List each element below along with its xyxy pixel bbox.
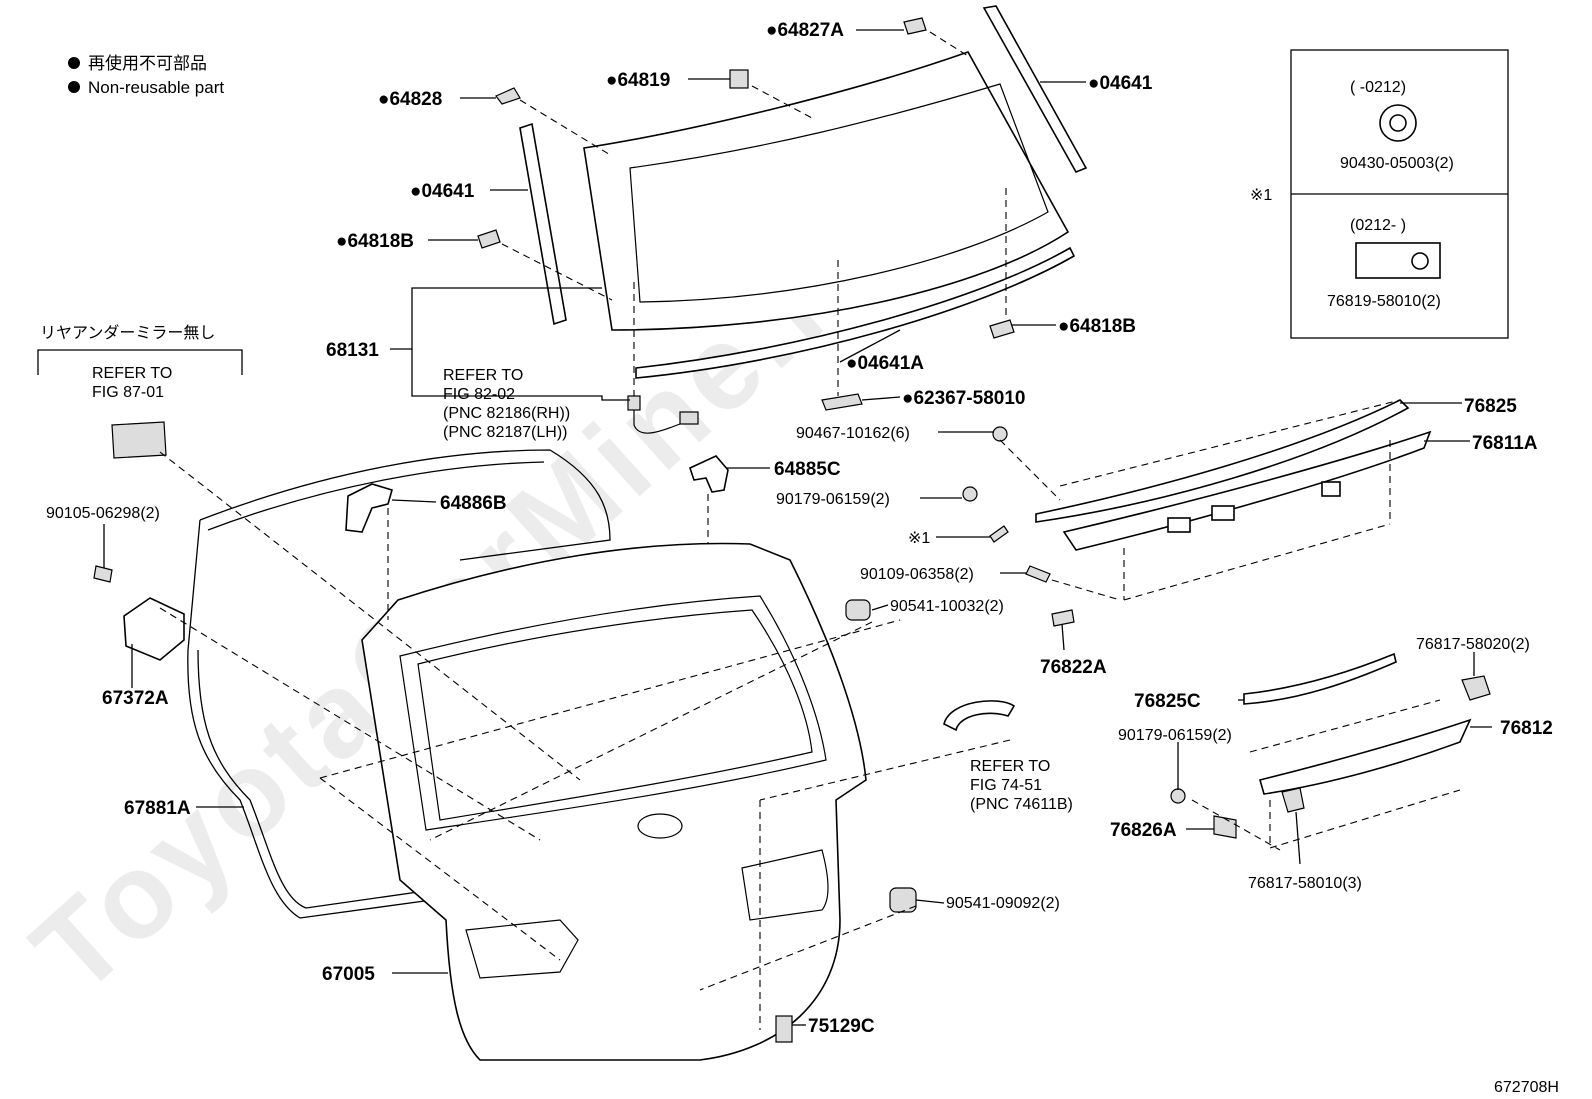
cushion-90541-b-icon bbox=[889, 887, 917, 913]
hinge-64886b-icon bbox=[345, 483, 393, 533]
part-labels: ●64827A ●64819 ●64828 ●04641 ●04641 ●648… bbox=[46, 20, 1553, 1037]
stopper-75129c-icon bbox=[775, 1015, 793, 1043]
label-76825c: 76825C bbox=[1134, 691, 1201, 712]
weatherstrip-67881a bbox=[187, 449, 611, 919]
label-76811a: 76811A bbox=[1472, 433, 1538, 454]
label-67005: 67005 bbox=[322, 964, 375, 985]
mirror-pad-icon bbox=[111, 421, 167, 459]
legend: 再使用不可部品 Non-reusable part bbox=[68, 53, 224, 97]
inset-top-range: ( -0212) bbox=[1350, 79, 1406, 96]
bracket-62367-icon bbox=[821, 393, 863, 411]
pad-76822a-icon bbox=[1051, 609, 1075, 627]
label-76825: 76825 bbox=[1464, 396, 1517, 417]
spacer-64828-icon bbox=[495, 87, 521, 105]
leader-lines bbox=[103, 29, 1492, 1026]
label-04641-left: ●04641 bbox=[410, 181, 475, 202]
clip-90467-icon bbox=[992, 426, 1008, 442]
back-door-panel bbox=[361, 542, 867, 1061]
label-68131: 68131 bbox=[326, 340, 379, 361]
label-90541-b: 90541-09092(2) bbox=[946, 895, 1060, 912]
glass-moulding-04641a bbox=[635, 246, 1076, 379]
ref-mirror-jp: リヤアンダーミラー無し bbox=[40, 324, 215, 342]
side-moulding-left bbox=[519, 122, 567, 326]
ref-82: REFER TO FIG 82-02 (PNC 82186(RH)) (PNC … bbox=[443, 367, 570, 441]
label-64827a: ●64827A bbox=[766, 20, 844, 41]
cushion-90541-a-icon bbox=[845, 599, 871, 621]
spacer-64819-icon bbox=[729, 69, 749, 89]
inset-mark: ※1 bbox=[1250, 187, 1272, 204]
label-90541-a: 90541-10032(2) bbox=[890, 598, 1004, 615]
ref-82-line1: REFER TO bbox=[443, 367, 523, 384]
label-90105: 90105-06298(2) bbox=[46, 505, 160, 522]
label-76817-b: 76817-58010(3) bbox=[1248, 875, 1362, 892]
spacer-64818b-right-icon bbox=[989, 319, 1015, 339]
garnish-76812 bbox=[1259, 718, 1472, 795]
back-window-glass bbox=[583, 51, 1070, 331]
inset-top-part: 90430-05003(2) bbox=[1340, 155, 1454, 172]
ref-mirror: リヤアンダーミラー無し REFER TO FIG 87-01 bbox=[37, 324, 243, 459]
label-67372a: 67372A bbox=[102, 688, 169, 709]
legend-en: Non-reusable part bbox=[88, 78, 224, 97]
spacer-64818b-left-icon bbox=[477, 229, 501, 249]
garnish-76825c bbox=[1243, 652, 1397, 705]
assembly-lines bbox=[159, 31, 1461, 1030]
clip-90179-b-icon bbox=[1170, 788, 1186, 804]
label-64886b: 64886B bbox=[440, 493, 507, 514]
label-75129c: 75129C bbox=[808, 1016, 875, 1037]
ref-74-line2: FIG 74-51 bbox=[970, 777, 1042, 794]
label-90109: 90109-06358(2) bbox=[860, 566, 974, 583]
side-moulding-right bbox=[982, 5, 1088, 174]
ref-82-line2: FIG 82-02 bbox=[443, 386, 515, 403]
seal-mark1-icon bbox=[989, 525, 1009, 543]
clip-76817a-icon bbox=[1461, 675, 1491, 701]
ref-mirror-line2: FIG 87-01 bbox=[92, 384, 164, 401]
label-76812: 76812 bbox=[1500, 718, 1553, 739]
clip-76817b-icon bbox=[1281, 787, 1305, 813]
hinge-64885c-icon bbox=[689, 455, 729, 493]
figure-id: 672708H bbox=[1494, 1079, 1559, 1096]
spoiler-assembly bbox=[1035, 399, 1432, 551]
label-04641a: ●04641A bbox=[846, 353, 924, 374]
label-76822a: 76822A bbox=[1040, 657, 1107, 678]
label-04641-top: ●04641 bbox=[1088, 73, 1153, 94]
label-76817-a: 76817-58020(2) bbox=[1416, 636, 1530, 653]
label-90179-b: 90179-06159(2) bbox=[1118, 727, 1232, 744]
ref-74-line3: (PNC 74611B) bbox=[970, 796, 1073, 813]
handle-grip-icon bbox=[943, 700, 1016, 732]
label-90467: 90467-10162(6) bbox=[796, 425, 910, 442]
label-64818b-right: ●64818B bbox=[1058, 316, 1136, 337]
inset-bottom-part: 76819-58010(2) bbox=[1327, 293, 1441, 310]
label-mark1: ※1 bbox=[908, 530, 930, 547]
label-64818b-left: ●64818B bbox=[336, 231, 414, 252]
ref-82-line3: (PNC 82186(RH)) bbox=[443, 405, 570, 422]
latch-67372a-icon bbox=[123, 597, 185, 661]
label-62367: ●62367-58010 bbox=[902, 388, 1025, 409]
bullet-icon bbox=[68, 57, 80, 69]
clip-90179-a-icon bbox=[962, 486, 978, 502]
bolt-90105-icon bbox=[93, 565, 113, 583]
screw-90109-icon bbox=[1025, 565, 1051, 583]
legend-jp: 再使用不可部品 bbox=[88, 53, 207, 73]
spacer-64827a-icon bbox=[903, 17, 927, 35]
label-64885c: 64885C bbox=[774, 459, 841, 480]
label-64819: ●64819 bbox=[606, 70, 670, 91]
label-67881a: 67881A bbox=[124, 798, 191, 819]
label-64828: ●64828 bbox=[378, 89, 442, 110]
ref-mirror-line1: REFER TO bbox=[92, 365, 172, 382]
label-76826a: 76826A bbox=[1110, 820, 1177, 841]
screw-76826a-icon bbox=[1213, 815, 1237, 839]
ref-82-line4: (PNC 82187(LH)) bbox=[443, 424, 567, 441]
ref-74-line1: REFER TO bbox=[970, 758, 1050, 775]
bullet-icon bbox=[68, 81, 80, 93]
ref-74: REFER TO FIG 74-51 (PNC 74611B) bbox=[970, 758, 1073, 813]
inset-box: ※1 ( -0212) 90430-05003(2) (0212- ) 7681… bbox=[1250, 49, 1509, 339]
label-90179-a: 90179-06159(2) bbox=[776, 491, 890, 508]
inset-bottom-range: (0212- ) bbox=[1350, 217, 1406, 234]
